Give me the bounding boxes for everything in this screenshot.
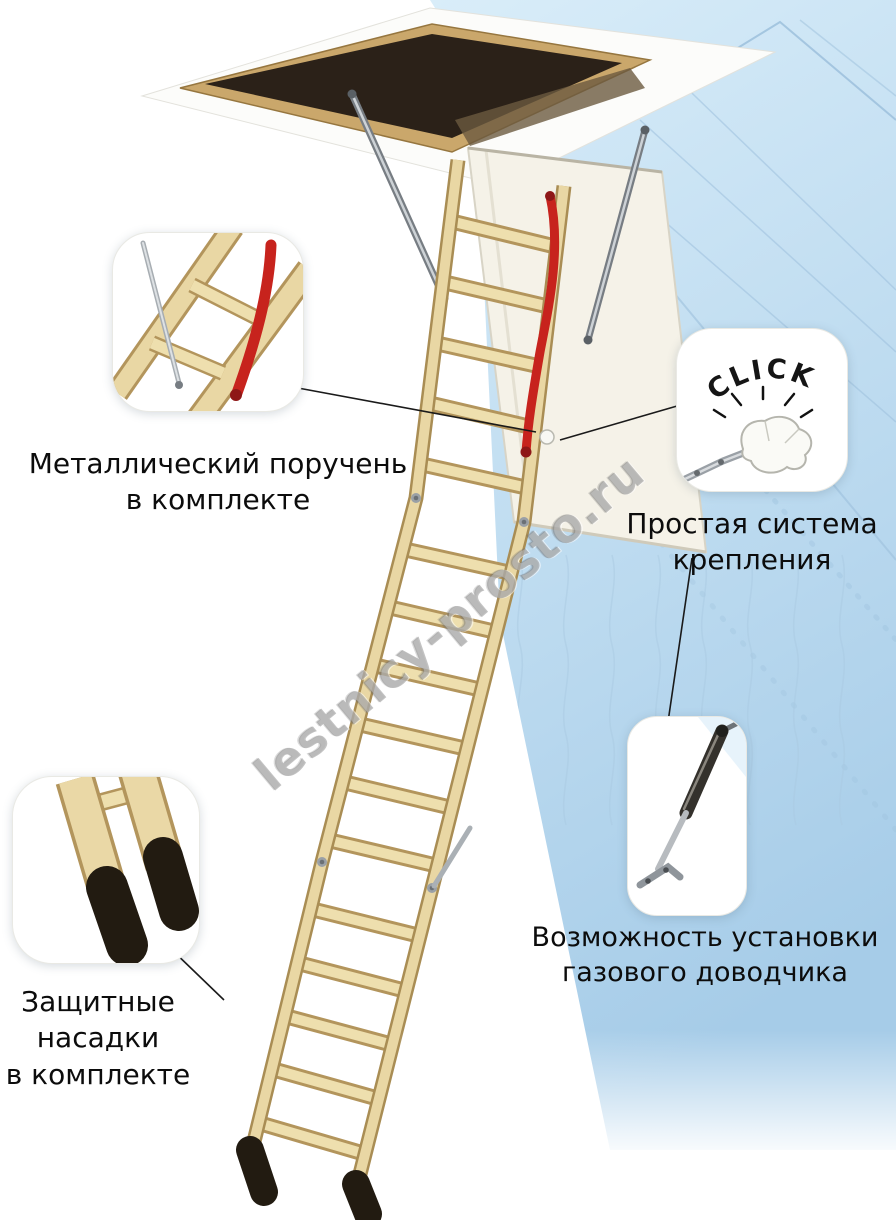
gas-closer-label: Возможность установки газового доводчика	[514, 920, 896, 990]
foot-cap-left	[236, 1136, 278, 1206]
click-emphasis-dashes	[712, 385, 814, 419]
label-line: Защитные	[21, 985, 175, 1018]
protective-cap-right	[143, 837, 199, 931]
mounting-claw	[539, 429, 555, 445]
mounting-label: Простая система крепления	[608, 506, 896, 579]
label-line: насадки	[36, 1021, 160, 1055]
ceiling-hatch	[140, 7, 777, 187]
callout-line-gas	[667, 557, 693, 723]
label-line: газового доводчика	[562, 957, 848, 989]
hatch-opening	[205, 34, 622, 138]
click-text: CLICK	[702, 353, 820, 406]
gas-strut-cylinder	[679, 724, 729, 820]
handrail-closeup-inset	[112, 232, 304, 412]
gas-strut-drawing	[636, 717, 746, 889]
gas-strut-rod	[655, 810, 689, 872]
handrail-closeup-drawing	[113, 233, 303, 411]
ladder-steps	[256, 213, 559, 1162]
fold-arm-left	[347, 89, 449, 303]
foot-cap-right	[342, 1170, 382, 1220]
label-line: Металлический поручень	[28, 447, 408, 480]
label-line: Возможность установки	[531, 922, 879, 953]
metal-handrail	[520, 191, 560, 458]
white-claw-piece	[740, 415, 813, 474]
callout-line-mounting	[559, 403, 685, 441]
callout-line-handrail	[297, 387, 537, 433]
feet-closeup-inset	[12, 776, 200, 964]
ladder-hinges	[317, 493, 529, 893]
label-line: в комплекте	[5, 1057, 191, 1091]
protective-cap-left	[86, 866, 148, 963]
sky-fade	[400, 1030, 896, 1160]
gas-strut-inset	[627, 716, 747, 916]
foot-caps	[236, 1136, 382, 1220]
click-mount-inset: CLICK	[676, 328, 848, 492]
label-line: крепления	[672, 543, 832, 577]
label-line: в комплекте	[125, 483, 311, 517]
feet-label: Защитные насадки в комплекте	[2, 984, 194, 1093]
click-mount-drawing: CLICK	[681, 353, 820, 483]
handrail-closeup-red-rail	[231, 239, 277, 399]
fold-arm-right	[583, 125, 650, 345]
label-line: Простая система	[626, 507, 878, 540]
handrail-label: Металлический поручень в комплекте	[4, 446, 432, 519]
feet-closeup-drawing	[55, 777, 199, 963]
